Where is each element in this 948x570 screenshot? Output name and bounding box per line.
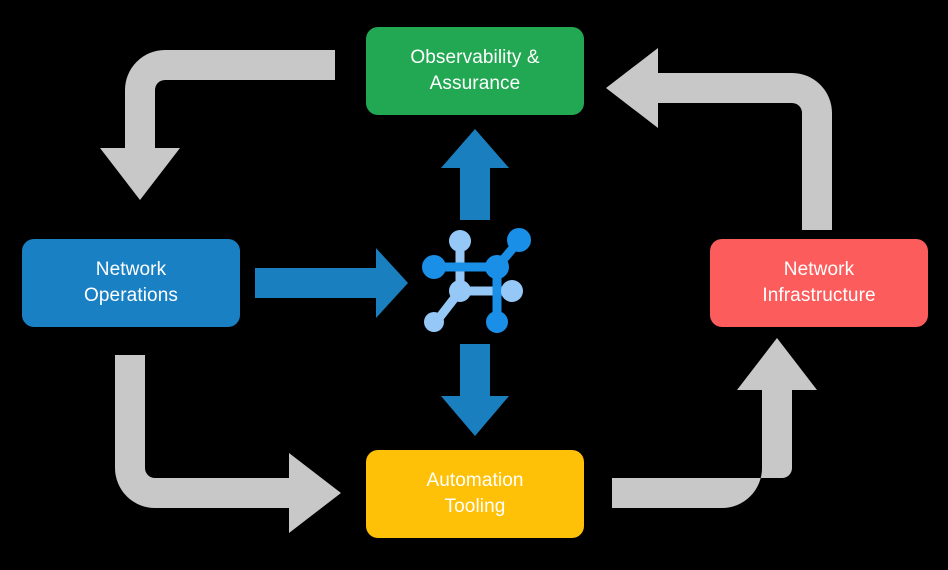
node-box-observability[interactable]: Observability & Assurance [366,27,584,115]
node-box-network-infrastructure[interactable]: Network Infrastructure [710,239,928,327]
node-box-network-operations[interactable]: Network Operations [22,239,240,327]
blue-arrow-operations-to-center [255,248,408,318]
node-box-automation-tooling[interactable]: Automation Tooling [366,450,584,538]
blue-arrow-center-to-observability [441,129,509,220]
gray-arrow-operations-to-automation [115,355,341,533]
network-topology-icon [422,228,531,333]
gray-arrow-observability-to-operations [100,50,335,200]
gray-arrow-infrastructure-to-observability [606,48,832,230]
gray-arrow-automation-to-infrastructure [612,338,817,508]
blue-arrow-center-to-automation [441,344,509,436]
